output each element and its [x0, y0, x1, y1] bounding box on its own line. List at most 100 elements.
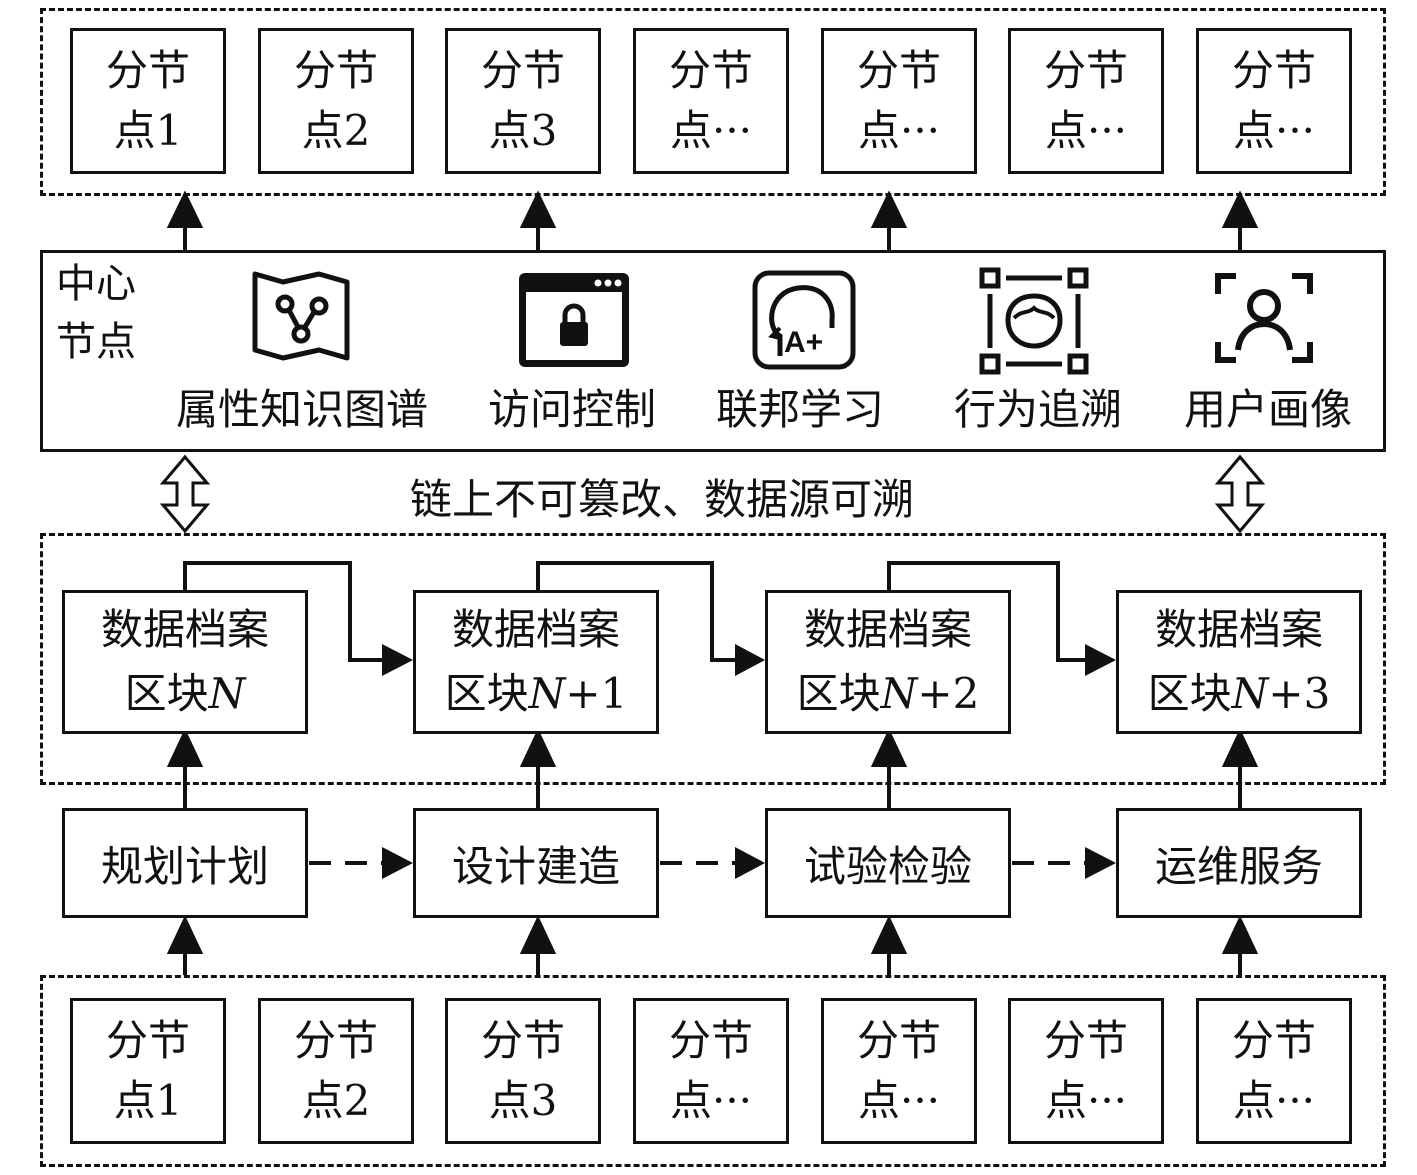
node-label-line2: 点3 [488, 106, 558, 155]
top-node-4: 分节点··· [633, 28, 789, 174]
block-prefix: 区块 [124, 669, 209, 718]
block-prefix: 区块 [1147, 669, 1232, 718]
block-n-plus-2: 数据档案 区块N+2 [765, 590, 1011, 734]
top-node-7: 分节点··· [1196, 28, 1352, 174]
block-n-plus-1: 数据档案 区块N+1 [413, 590, 659, 734]
block-var: N [528, 669, 566, 718]
arrow-up-2-head [519, 190, 557, 228]
bottom-node-2: 分节点2 [258, 998, 414, 1144]
node-label-line1: 分节 [856, 46, 941, 95]
block-var: N [208, 669, 246, 718]
node-label-line2: 点··· [1044, 106, 1128, 155]
arrow-up-1-head [166, 190, 204, 228]
node-label-line1: 分节 [1231, 46, 1316, 95]
bottom-node-6: 分节点··· [1008, 998, 1164, 1144]
top-node-6: 分节点··· [1008, 28, 1164, 174]
arrow-up-4-head [1221, 190, 1259, 228]
node-label-line2: 点2 [301, 106, 371, 155]
phase-test-inspection: 试验检验 [765, 808, 1011, 918]
block-label-line2: 区块N [125, 662, 246, 726]
phase-flow-heads [382, 847, 1116, 879]
node-label-line2: 点··· [1232, 1076, 1316, 1125]
block-label-line2: 区块N+2 [797, 662, 980, 726]
block-suffix: +3 [1268, 669, 1331, 718]
feature-label-federated-learning: 联邦学习 [715, 385, 884, 434]
double-arrow-right [1214, 454, 1266, 534]
node-label-line2: 点··· [1232, 106, 1316, 155]
block-prefix: 区块 [796, 669, 881, 718]
node-label-line1: 分节 [105, 46, 190, 95]
svg-text:A+: A+ [784, 326, 823, 359]
phase-to-block-arrows [166, 728, 1259, 808]
top-node-1: 分节点1 [70, 28, 226, 174]
block-n-plus-3: 数据档案 区块N+3 [1116, 590, 1362, 734]
node-label-line1: 分节 [105, 1016, 190, 1065]
feature-label-access-control: 访问控制 [487, 385, 656, 434]
phase-design-build: 设计建造 [413, 808, 659, 918]
node-label-line2: 点3 [488, 1076, 558, 1125]
center-node-label: 中心 节点 [56, 258, 136, 368]
block-var: N [880, 669, 918, 718]
block-suffix: +2 [917, 669, 980, 718]
center-label-line1: 中心 [56, 261, 136, 307]
bottom-node-3: 分节点3 [445, 998, 601, 1144]
block-var: N [1231, 669, 1269, 718]
block-suffix: +1 [565, 669, 628, 718]
bottom-node-4: 分节点··· [633, 998, 789, 1144]
block-chain-heads [382, 644, 1116, 676]
block-chain-links [183, 561, 1088, 662]
feature-label-behavior-tracing: 行为追溯 [953, 385, 1122, 434]
top-node-group [40, 8, 1386, 196]
node-label-line2: 点··· [857, 106, 941, 155]
node-label-line1: 分节 [856, 1016, 941, 1065]
node-label-line1: 分节 [668, 46, 753, 95]
node-label-line1: 分节 [1231, 1016, 1316, 1065]
ai-head-icon: A+ [752, 270, 862, 380]
phase-operation-service: 运维服务 [1116, 808, 1362, 918]
block-label-line1: 数据档案 [1154, 605, 1323, 654]
node-label-line1: 分节 [480, 46, 565, 95]
block-prefix: 区块 [444, 669, 529, 718]
node-label-line1: 分节 [668, 1016, 753, 1065]
node-label-line1: 分节 [1043, 46, 1128, 95]
bottom-node-group [40, 975, 1386, 1167]
top-node-3: 分节点3 [445, 28, 601, 174]
bottom-node-5: 分节点··· [821, 998, 977, 1144]
browser-lock-icon [516, 270, 629, 380]
node-label-line2: 点1 [113, 106, 183, 155]
block-n: 数据档案 区块N [62, 590, 308, 734]
block-label-line2: 区块N+1 [445, 662, 628, 726]
bottom-node-1: 分节点1 [70, 998, 226, 1144]
double-arrow-left [159, 454, 211, 534]
top-node-2: 分节点2 [258, 28, 414, 174]
bottom-to-phase-arrows [166, 915, 1259, 975]
block-label-line1: 数据档案 [100, 605, 269, 654]
block-label-line1: 数据档案 [451, 605, 620, 654]
knowledge-graph-map-icon [247, 266, 357, 376]
node-label-line1: 分节 [480, 1016, 565, 1065]
feature-label-user-portrait: 用户画像 [1183, 385, 1352, 434]
chain-label: 链上不可篡改、数据源可溯 [410, 475, 915, 524]
arrow-up-3-head [870, 190, 908, 228]
node-label-line2: 点1 [113, 1076, 183, 1125]
block-label-line1: 数据档案 [803, 605, 972, 654]
node-label-line1: 分节 [1043, 1016, 1128, 1065]
node-label-line2: 点··· [857, 1076, 941, 1125]
feature-label-knowledge-graph: 属性知识图谱 [175, 385, 428, 434]
block-label-line2: 区块N+3 [1148, 662, 1331, 726]
center-label-line2: 节点 [56, 319, 136, 365]
top-node-5: 分节点··· [821, 28, 977, 174]
block-chain-group [40, 533, 1386, 785]
node-label-line1: 分节 [293, 1016, 378, 1065]
node-label-line2: 点2 [301, 1076, 371, 1125]
phase-planning: 规划计划 [62, 808, 308, 918]
bottom-node-7: 分节点··· [1196, 998, 1352, 1144]
center-to-top-arrows [166, 190, 1259, 250]
user-portrait-icon [1214, 270, 1324, 380]
node-label-line2: 点··· [1044, 1076, 1128, 1125]
node-label-line1: 分节 [293, 46, 378, 95]
node-label-line2: 点··· [669, 106, 753, 155]
node-label-line2: 点··· [669, 1076, 753, 1125]
face-scan-icon [978, 266, 1089, 376]
